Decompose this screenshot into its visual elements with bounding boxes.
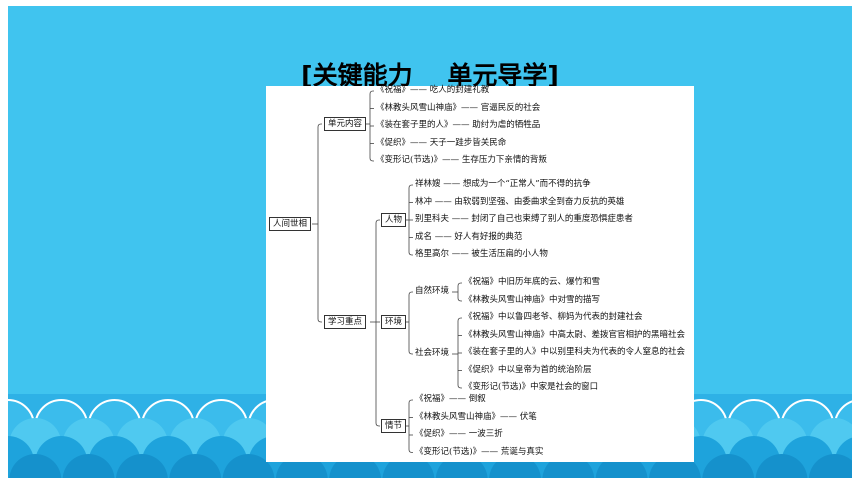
mind-map-item: 成名 —— 好人有好报的典范 [415,231,523,242]
mind-map-item: 《林教头风雪山神庙》—— 伏笔 [415,411,537,422]
bracket-connector [408,399,413,453]
mind-map-item: 格里高尔 —— 被生活压扁的小人物 [415,249,548,259]
bracket-connector [317,123,322,323]
mind-map-item: 别里科夫 —— 封闭了自己也束缚了别人的重度恐惧症患者 [415,214,633,224]
mind-map-item: 《祝福》—— 吃人的封建礼教 [376,85,490,95]
mind-map-item: 《装在套子里的人》中以别里科夫为代表的令人窒息的社会 [464,347,686,357]
bracket-connector [457,282,462,302]
mind-map-panel: 人间世相 单元内容学习重点 《祝福》—— 吃人的封建礼教《林教头风雪山神庙》—— 官… [266,85,694,462]
wave-scallop [222,454,275,478]
wave-scallop [62,454,115,478]
mind-map-connectors [312,90,462,453]
slide-title: [关键能力 单元导学] [301,61,559,90]
wave-scallop [755,454,808,478]
bracket-connector [375,219,380,427]
branch-node-0: 单元内容 [324,117,367,131]
mind-map-item: 《祝福》中以鲁四老爷、柳妈为代表的封建社会 [464,312,643,322]
bracket-connector [408,291,413,355]
mind-map-item: 《祝福》中旧历年底的云、爆竹和雪 [464,277,601,287]
wave-scallop [702,454,755,478]
mind-map-item: 《装在套子里的人》—— 助纣为虐的牺牲品 [376,120,541,130]
mind-map-item: 《林教头风雪山神庙》中高太尉、差拨官官相护的黑暗社会 [464,329,686,340]
group-node-0: 人物 [381,213,407,227]
mind-map-item: 祥林嫂 —— 想成为一个“正常人”而不得的抗争 [415,179,591,189]
mind-map-item: 《林教头风雪山神庙》—— 官逼民反的社会 [376,102,541,113]
mind-map-item: 《变形记(节选)》—— 荒诞与真实 [415,446,544,457]
mind-map-item: 《变形记(节选)》—— 生存压力下亲情的背叛 [376,155,547,165]
mind-map-item: 社会环境 [415,348,450,358]
group-node-1: 环境 [381,315,407,329]
mind-map-item: 《促织》—— 一波三折 [415,429,503,439]
mind-map-item: 《林教头风雪山神庙》中对雪的描写 [464,295,601,305]
mind-map-item: 自然环境 [415,286,450,296]
wave-scallop [808,454,852,478]
group-node-2: 情节 [381,419,407,433]
mind-map-item: 《祝福》—— 倒叙 [415,394,486,404]
branch-node-1: 学习重点 [324,315,367,329]
mind-map-item: 《促织》—— 天子一跬步皆关民命 [376,137,507,148]
mind-map-item: 《促织》中以皇帝为首的统治阶层 [464,364,592,375]
wave-scallop [115,454,168,478]
mind-map-item: 林冲 —— 由软弱到坚强、由委曲求全到奋力反抗的英雄 [415,196,625,207]
wave-scallop [169,454,222,478]
mind-map-item: 《变形记(节选)》中家是社会的窗口 [464,382,599,392]
root-node: 人间世相 [269,217,312,231]
wave-scallop [9,454,62,478]
